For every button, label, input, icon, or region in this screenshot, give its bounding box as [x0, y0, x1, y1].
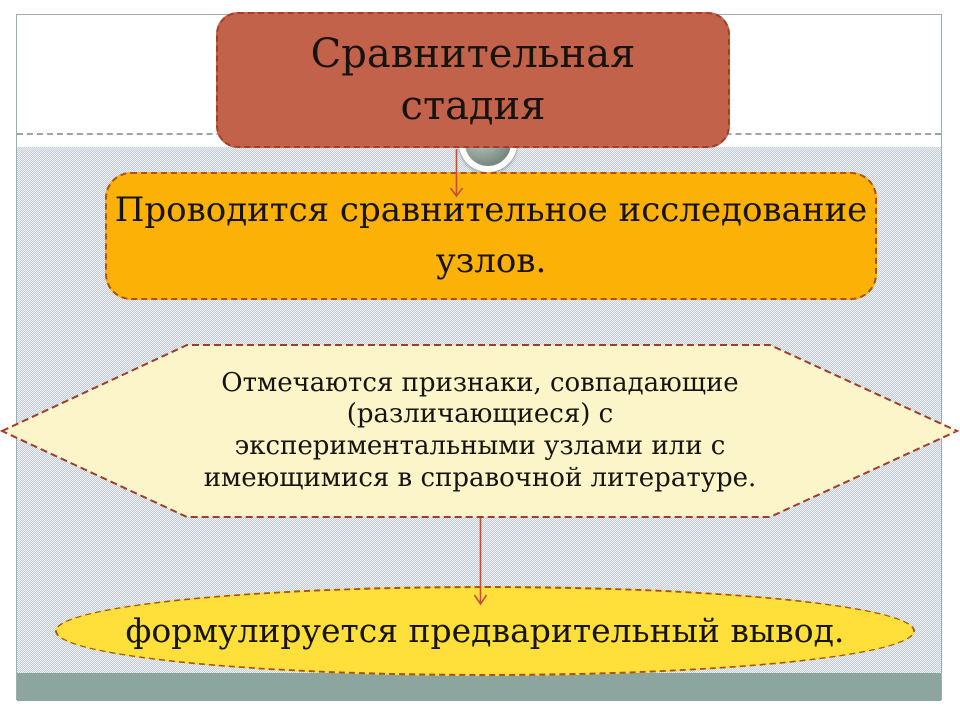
slide-title: Сравнительная стадия	[310, 31, 636, 129]
bottom-teal-band	[17, 673, 941, 701]
process-text: Проводится сравнительное исследование уз…	[114, 190, 868, 281]
hexagon-shape: Отмечаются признаки, совпадающие (различ…	[0, 340, 960, 522]
hexagon-polygon	[0, 344, 960, 518]
hexagon-text: Отмечаются признаки, совпадающие (различ…	[203, 367, 757, 493]
conclusion-shape: формулируется предварительный вывод.	[55, 586, 915, 676]
title-shape: Сравнительная стадия	[216, 12, 730, 148]
hexagon-outline	[0, 344, 960, 518]
process-shape: Проводится сравнительное исследование уз…	[105, 172, 877, 300]
conclusion-text: формулируется предварительный вывод.	[125, 611, 845, 651]
